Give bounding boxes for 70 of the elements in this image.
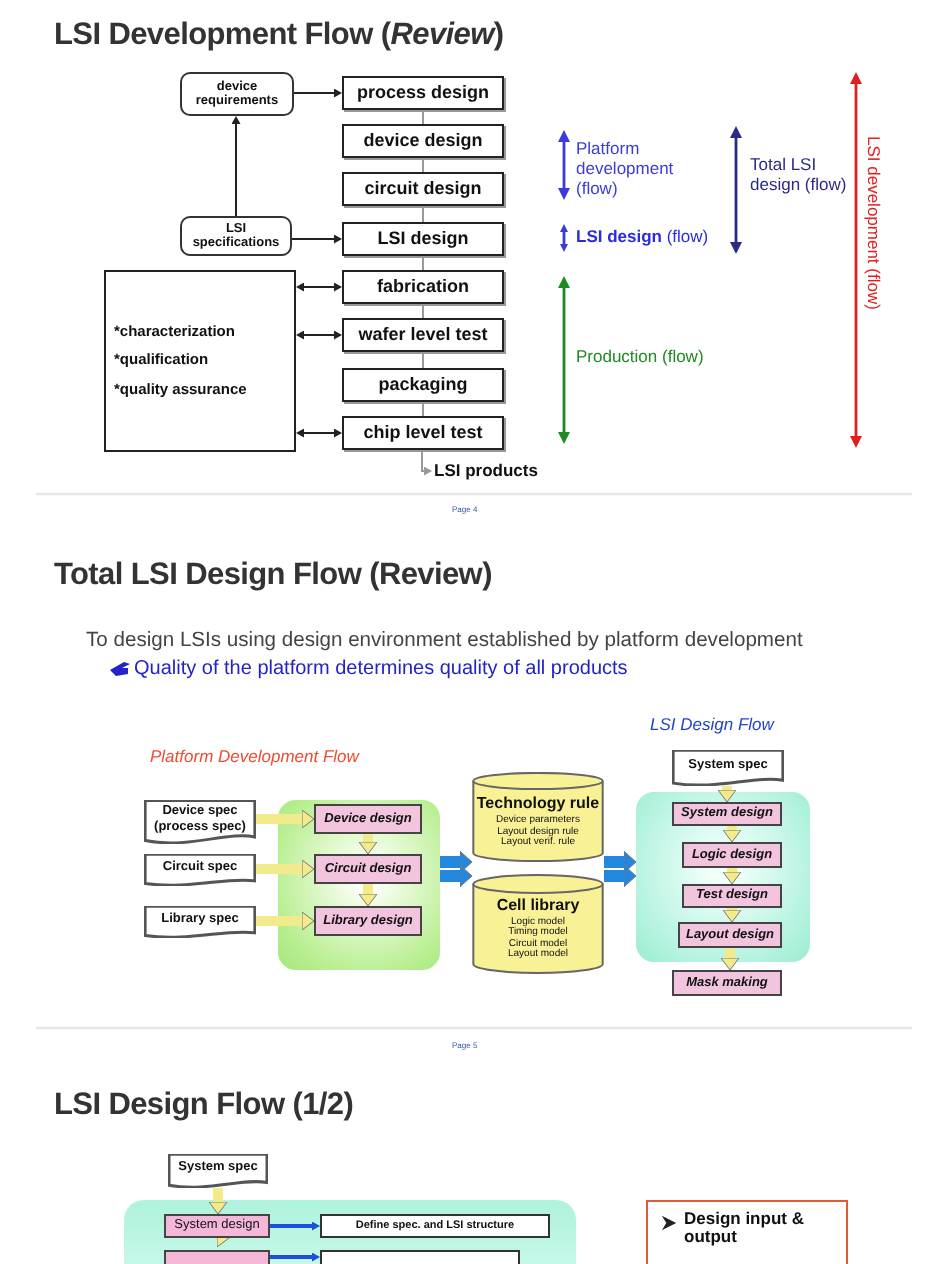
arrow [208, 1188, 228, 1215]
arrow [717, 786, 737, 803]
range-label: LSI development (flow) [864, 136, 884, 310]
arrow [358, 834, 378, 855]
arrow [256, 859, 315, 879]
arrow [212, 1233, 229, 1247]
connector-line [422, 255, 424, 271]
document-shape [144, 854, 256, 886]
connector-line [422, 303, 424, 319]
connector-line [422, 157, 424, 173]
arrow [270, 1221, 320, 1231]
process-box: device design [342, 124, 504, 158]
flow-panel [636, 792, 810, 962]
arrow [291, 234, 342, 244]
range-label: LSI design (flow) [576, 226, 709, 246]
connector-line [422, 205, 424, 223]
arrow [296, 330, 342, 340]
process-box [164, 1250, 270, 1264]
arrow [270, 1252, 320, 1262]
process-box: chip level test [342, 416, 504, 450]
database-cylinder [472, 772, 604, 862]
output-text: LSI products [432, 458, 568, 484]
arrow [720, 948, 740, 971]
arrow [296, 428, 342, 438]
process-box: packaging [342, 368, 504, 402]
panel-heading: Platform Development Flow [150, 746, 359, 766]
arrow [604, 864, 637, 888]
document-shape [144, 800, 256, 844]
description-box [320, 1250, 520, 1264]
slide-heading: LSI Design Flow (1/2) [54, 1088, 354, 1124]
connector-line [422, 109, 424, 125]
document-shape [168, 1154, 268, 1188]
connector-line [422, 401, 424, 417]
process-box: wafer level test [342, 318, 504, 352]
range-label: Production (flow) [576, 346, 704, 366]
arrow [722, 868, 742, 885]
arrow [256, 809, 315, 829]
process-box: fabrication [342, 270, 504, 304]
arrow [604, 850, 637, 874]
note-box [646, 1200, 848, 1264]
arrow [722, 908, 742, 923]
process-box: process design [342, 76, 504, 110]
activity-list-box [104, 270, 296, 452]
arrow [293, 88, 342, 98]
panel-heading: LSI Design Flow [650, 714, 774, 734]
note-text: Design input & output [684, 1210, 806, 1248]
document-shape [144, 906, 256, 938]
arrow [440, 864, 473, 888]
arrow [440, 850, 473, 874]
connector-line [422, 351, 424, 369]
arrow [358, 884, 378, 907]
process-box: circuit design [342, 172, 504, 206]
process-box: LSI design [342, 222, 504, 256]
bullet-text: Quality of the platform determines quality of all products [134, 658, 628, 680]
arrow [231, 116, 241, 217]
flow-panel [124, 1200, 576, 1264]
arrow [421, 449, 432, 476]
range-label: Total LSI design (flow) [750, 154, 849, 195]
cylinder-title: Cell library [496, 898, 580, 916]
database-cylinder [472, 874, 604, 974]
document-shape [672, 750, 784, 786]
slide-heading: LSI Development Flow (Review) [54, 18, 504, 54]
cylinder-title: Technology rule [476, 796, 600, 815]
range-label: Platform development (flow) [576, 138, 676, 200]
slide-heading: Total LSI Design Flow (Review) [54, 558, 492, 594]
arrow [296, 282, 342, 292]
arrow [256, 911, 315, 931]
flow-panel [278, 800, 440, 970]
arrow [722, 826, 742, 843]
body-text: To design LSIs using design environment established by platform development [86, 630, 803, 652]
